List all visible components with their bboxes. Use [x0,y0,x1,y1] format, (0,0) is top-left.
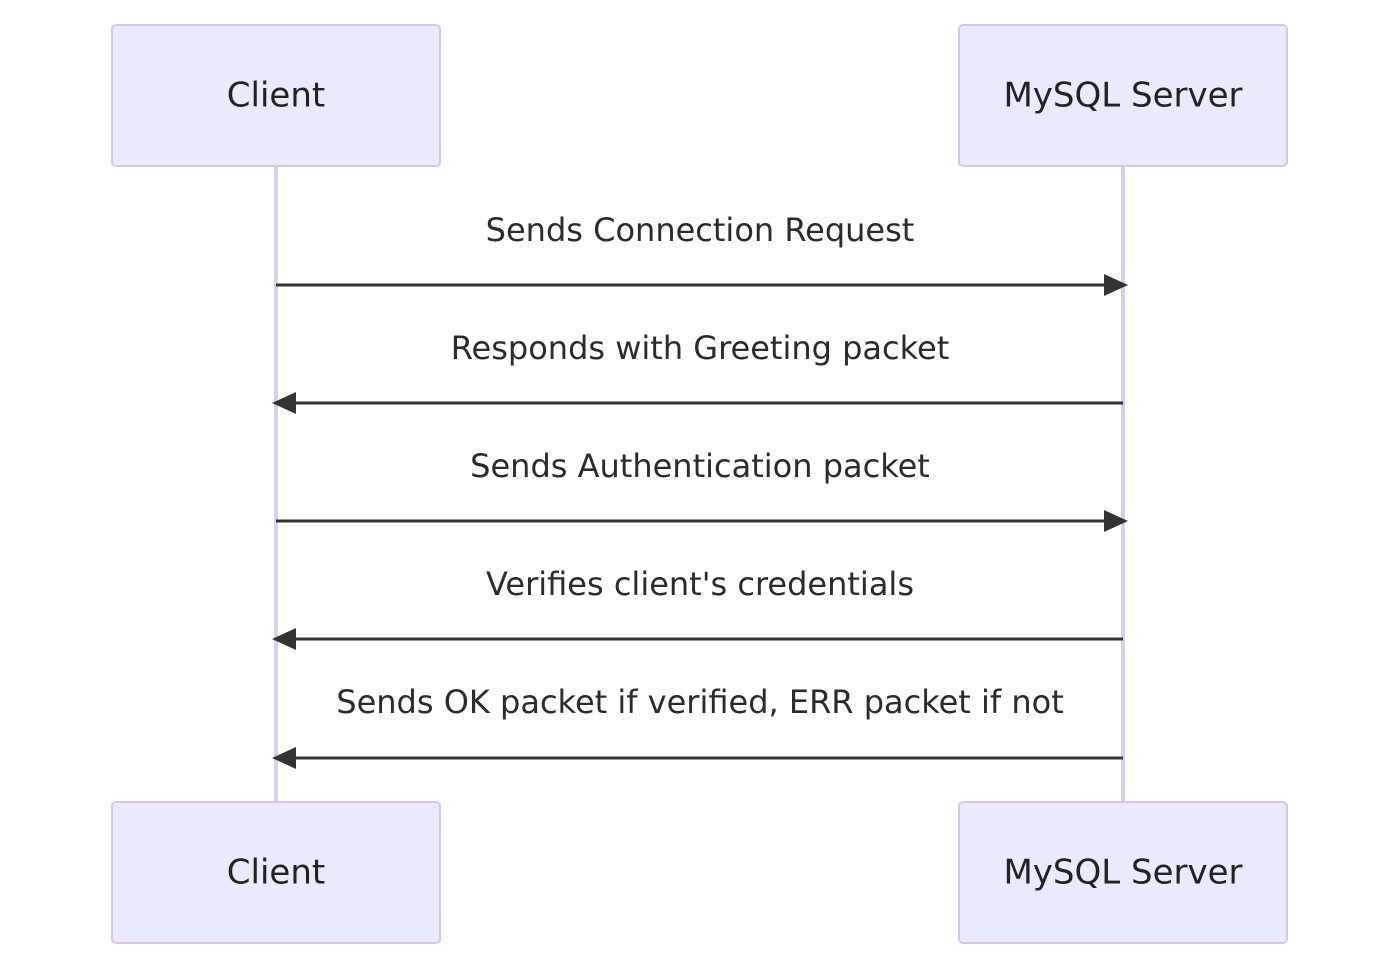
message-label: Responds with Greeting packet [451,329,950,367]
arrowhead-left-icon [272,392,296,414]
message-4: Verifies client's credentials [272,565,1123,650]
actor-label: MySQL Server [1003,853,1242,893]
actor-box [958,801,1288,944]
message-label: Verifies client's credentials [486,565,914,603]
arrowhead-left-icon [272,628,296,650]
message-label: Sends OK packet if verified, ERR packet … [336,683,1064,721]
actor-box [958,24,1288,167]
arrowhead-right-icon [1104,274,1128,296]
actor-box [111,24,441,167]
message-5: Sends OK packet if verified, ERR packet … [272,683,1123,769]
actor-client-bottom: Client [111,801,441,944]
actor-box [111,801,441,944]
message-2: Responds with Greeting packet [272,329,1123,414]
message-1: Sends Connection Request [276,211,1128,296]
arrowhead-right-icon [1104,510,1128,532]
actor-client-top: Client [111,24,441,167]
actor-label: MySQL Server [1003,76,1242,116]
message-label: Sends Authentication packet [470,447,930,485]
message-3: Sends Authentication packet [276,447,1128,532]
message-label: Sends Connection Request [486,211,915,249]
actor-label: Client [227,76,325,116]
actor-label: Client [227,853,325,893]
actor-server-bottom: MySQL Server [958,801,1288,944]
arrowhead-left-icon [272,747,296,769]
actor-server-top: MySQL Server [958,24,1288,167]
